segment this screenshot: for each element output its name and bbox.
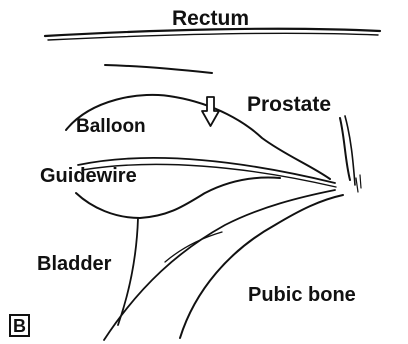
label-pubic-bone: Pubic bone (248, 285, 356, 305)
label-bladder: Bladder (37, 254, 111, 274)
label-balloon: Balloon (76, 117, 146, 136)
label-prostate: Prostate (247, 94, 331, 115)
label-guidewire: Guidewire (40, 166, 137, 186)
label-rectum: Rectum (172, 8, 249, 29)
panel-label: B (9, 314, 30, 337)
